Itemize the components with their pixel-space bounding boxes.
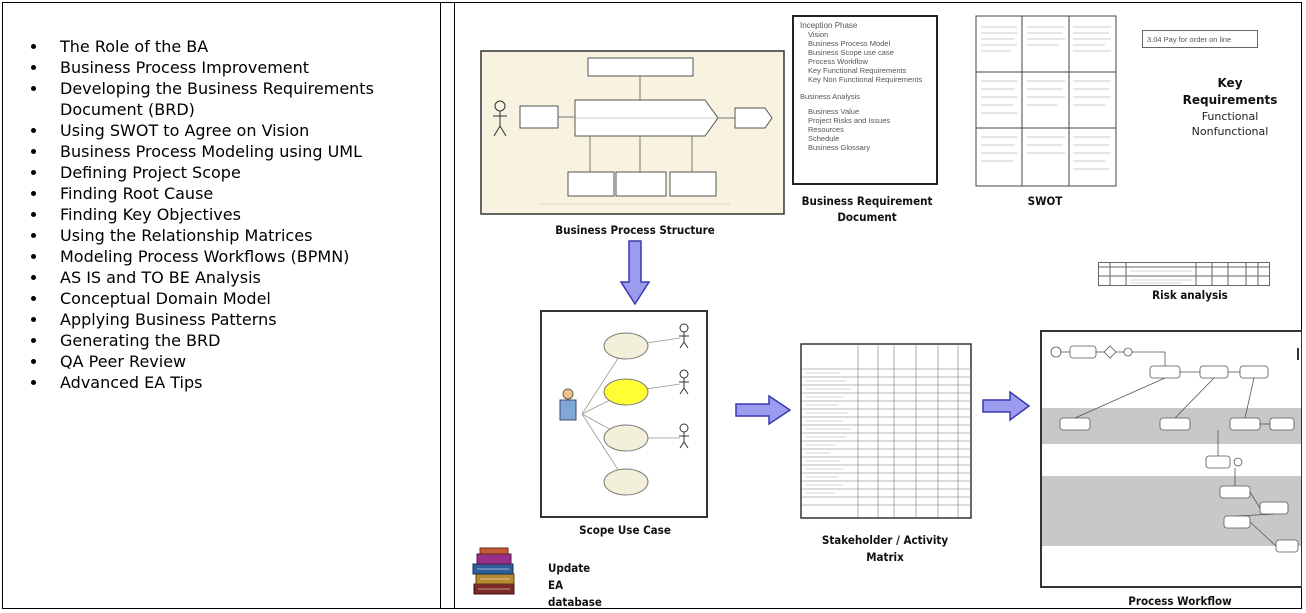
topic-item: Advanced EA Tips	[30, 372, 430, 393]
swot-grid	[975, 15, 1117, 187]
topic-item: Modeling Process Workflows (BPMN)	[30, 246, 430, 267]
topic-item: Business Process Improvement	[30, 57, 430, 78]
topic-item: Generating the BRD	[30, 330, 430, 351]
brd-line: Key Functional Requirements	[808, 66, 907, 75]
caption-business-process-structure: Business Process Structure	[555, 223, 715, 237]
key-requirements-label: Key Requirements Functional Nonfunctiona…	[1170, 75, 1290, 139]
scope-use-case-diagram	[540, 310, 708, 518]
brd-line: Business Glossary	[808, 143, 871, 152]
topic-item: Applying Business Patterns	[30, 309, 430, 330]
topic-item: AS IS and TO BE Analysis	[30, 267, 430, 288]
brd-line: Schedule	[808, 134, 840, 143]
caption-risk-analysis: Risk analysis	[1152, 288, 1228, 302]
right-arrow-icon	[982, 390, 1030, 422]
topic-item: Using SWOT to Agree on Vision	[30, 120, 430, 141]
topic-item: QA Peer Review	[30, 351, 430, 372]
brd-line: Vision	[808, 30, 829, 39]
business-process-structure-diagram	[480, 50, 785, 215]
books-icon	[470, 546, 520, 598]
topic-item: Defining Project Scope	[30, 162, 430, 183]
brd-line: Project Risks and Issues	[808, 116, 891, 125]
key-requirements-title: Key Requirements	[1182, 76, 1278, 107]
column-divider	[440, 2, 441, 609]
topic-item: The Role of the BA	[30, 36, 430, 57]
caption-stakeholder-matrix: Stakeholder / Activity Matrix	[821, 533, 949, 564]
column-divider-inner	[454, 2, 455, 609]
caption-swot: SWOT	[1027, 194, 1063, 208]
brd-line: Resources	[808, 125, 844, 134]
key-requirement-box: 3.04 Pay for order on line	[1142, 30, 1258, 48]
topic-item: Using the Relationship Matrices	[30, 225, 430, 246]
caption-process-workflow: Process Workflow	[1128, 594, 1232, 608]
risk-analysis-table	[1098, 262, 1270, 286]
topic-item: Business Process Modeling using UML	[30, 141, 430, 162]
key-requirement-text: 3.04 Pay for order on line	[1147, 35, 1232, 44]
stakeholder-activity-matrix	[800, 343, 972, 519]
topic-item: Finding Root Cause	[30, 183, 430, 204]
topic-item: Finding Key Objectives	[30, 204, 430, 225]
brd-line: Process Workflow	[808, 57, 868, 66]
brd-line: Business Process Model	[808, 39, 891, 48]
caption-brd: Business Requirement Document	[801, 194, 933, 224]
topic-item: Developing the Business Requirements Doc…	[30, 78, 430, 120]
topic-list: The Role of the BA Business Process Impr…	[30, 36, 430, 393]
brd-line: Business Analysis	[800, 92, 861, 101]
brd-line: Business Value	[808, 107, 860, 116]
brd-document: Inception Phase Vision Business Process …	[792, 15, 938, 185]
caption-update-ea: Update EA database	[548, 561, 602, 609]
functional-label: Functional	[1201, 110, 1259, 123]
brd-line: Business Scope use case	[808, 48, 894, 57]
brd-line: Key Non Functional Requirements	[808, 75, 923, 84]
topic-item: Conceptual Domain Model	[30, 288, 430, 309]
process-workflow-diagram	[1040, 330, 1302, 588]
caption-scope-use-case: Scope Use Case	[579, 523, 671, 537]
right-arrow-icon	[735, 394, 791, 426]
brd-line: Inception Phase	[800, 21, 858, 30]
down-arrow-icon	[620, 240, 650, 306]
nonfunctional-label: Nonfunctional	[1191, 125, 1269, 138]
